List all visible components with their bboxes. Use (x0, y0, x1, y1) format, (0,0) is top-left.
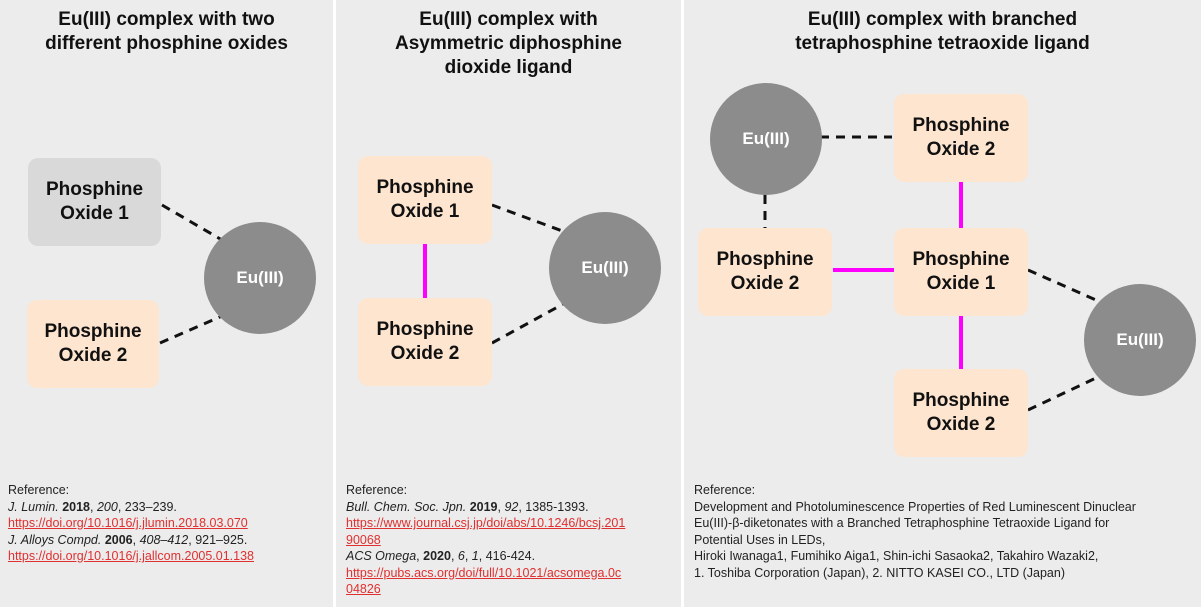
reference-line: Hiroki Iwanaga1, Fumihiko Aiga1, Shin-ic… (694, 549, 1099, 563)
eu-circle-right: Eu(III) (1084, 284, 1196, 396)
journal-link[interactable]: https://pubs.acs.org/doi/full/10.1021/ac… (346, 565, 622, 580)
eu-circle: Eu(III) (204, 222, 316, 334)
reference-label: Reference: (346, 483, 408, 497)
doi-link[interactable]: https://doi.org/10.1016/j.jlumin.2018.03… (8, 516, 248, 530)
phosphine-oxide-1-box: Phosphine Oxide 1 (28, 158, 161, 246)
phosphine-oxide-2-box-left: Phosphine Oxide 2 (698, 228, 832, 316)
panel-title: Eu(III) complex with Asymmetric diphosph… (395, 9, 622, 78)
reference-line: Eu(III)-β-diketonates with a Branched Te… (694, 516, 1110, 530)
phosphine-oxide-1-box-center: Phosphine Oxide 1 (894, 228, 1028, 316)
phosphine-oxide-2-box-bottom: Phosphine Oxide 2 (894, 369, 1028, 457)
phosphine-oxide-2-box-top: Phosphine Oxide 2 (894, 94, 1028, 182)
phosphine-oxide-2-box: Phosphine Oxide 2 (27, 300, 159, 388)
panel-title: Eu(III) complex with branched tetraphosp… (795, 9, 1090, 54)
citation: J. Alloys Compd. 2006, 408–412, 921–925. (8, 532, 248, 547)
phosphine-oxide-2-box: Phosphine Oxide 2 (358, 298, 492, 386)
citation: Bull. Chem. Soc. Jpn. 2019, 92, 1385-139… (346, 499, 589, 514)
citation: ACS Omega, 2020, 6, 1, 416-424. (346, 549, 536, 563)
eu-circle: Eu(III) (549, 212, 661, 324)
panel-title: Eu(III) complex with two different phosp… (45, 9, 288, 54)
eu-circle-top: Eu(III) (710, 83, 822, 195)
journal-link[interactable]: 04826 (346, 582, 381, 596)
reference-line: Potential Uses in LEDs, (694, 532, 826, 547)
phosphine-oxide-1-box: Phosphine Oxide 1 (358, 156, 492, 244)
citation: J. Lumin. 2018, 200, 233–239. (8, 499, 177, 514)
reference-line: Development and Photoluminescence Proper… (694, 499, 1136, 514)
reference-label: Reference: (694, 483, 756, 497)
reference-block: Reference: J. Lumin. 2018, 200, 233–239.… (8, 482, 254, 565)
doi-link[interactable]: https://doi.org/10.1016/j.jallcom.2005.0… (8, 549, 255, 563)
reference-label: Reference: (8, 483, 70, 497)
journal-link[interactable]: 90068 (346, 532, 381, 547)
journal-link[interactable]: https://www.journal.csj.jp/doi/abs/10.12… (346, 516, 626, 530)
reference-line: 1. Toshiba Corporation (Japan), 2. NITTO… (694, 565, 1065, 580)
reference-block: Reference: Bull. Chem. Soc. Jpn. 2019, 9… (346, 482, 625, 598)
reference-block: Reference: Development and Photoluminesc… (694, 482, 1136, 581)
